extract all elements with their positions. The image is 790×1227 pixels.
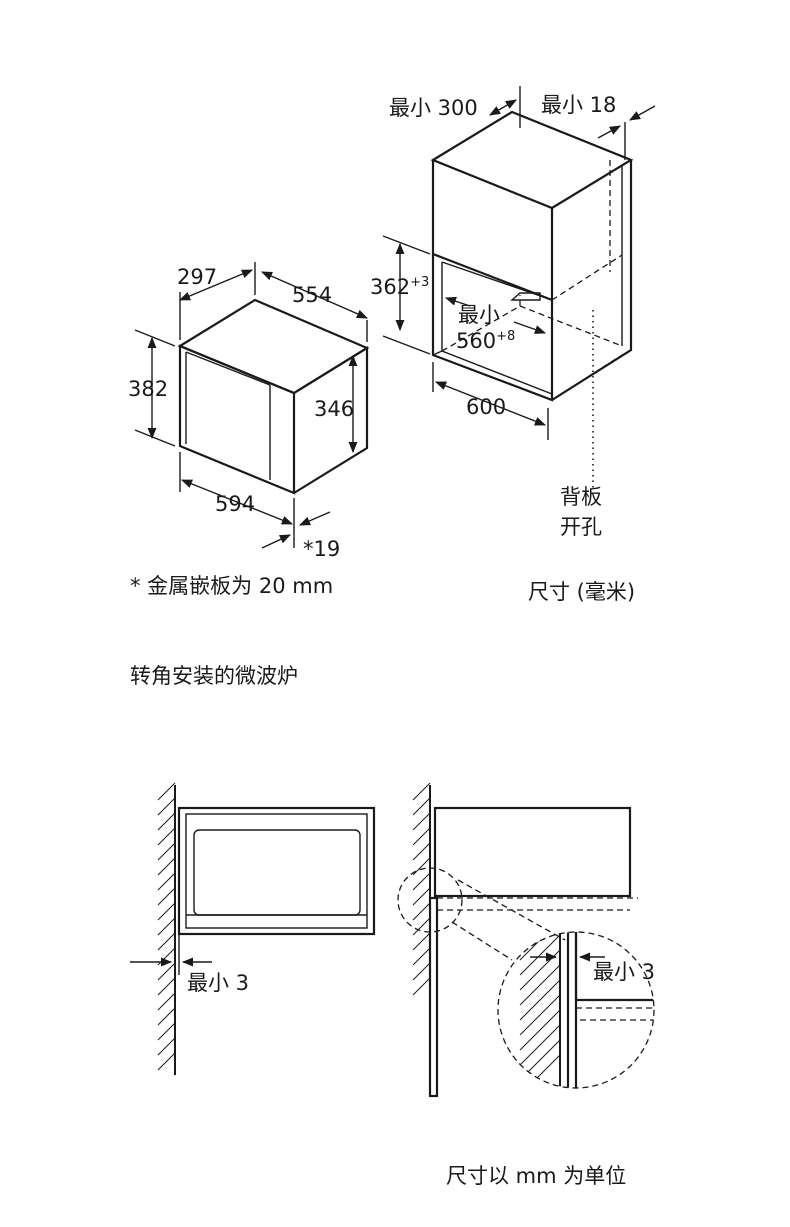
section-title: 转角安装的微波炉 — [130, 664, 298, 688]
dim-362: 362+3 — [370, 275, 429, 299]
dim-min-18: 最小 18 — [541, 93, 616, 117]
back-hole-label-1: 背板 — [560, 485, 602, 509]
corner-front-view — [130, 782, 376, 1075]
microwave-dimensions — [134, 262, 369, 549]
bottom-units-note: 尺寸以 mm 为单位 — [446, 1164, 626, 1188]
microwave-drawing — [177, 298, 370, 495]
dim-297: 297 — [177, 265, 217, 289]
left-min-gap: 最小 3 — [187, 971, 249, 995]
dim-560: 560+8 — [456, 329, 515, 353]
dim-19-panel: *19 — [303, 537, 340, 561]
dim-382: 382 — [128, 377, 168, 401]
dim-600: 600 — [466, 395, 506, 419]
corner-side-view — [397, 782, 655, 1098]
dim-min-560-label: 最小 — [458, 303, 500, 327]
panel-footnote: * 金属嵌板为 20 mm — [130, 574, 333, 598]
units-note: 尺寸 (毫米) — [528, 580, 635, 604]
dim-min-300: 最小 300 — [389, 96, 478, 120]
back-hole-label-2: 开孔 — [560, 515, 602, 539]
cabinet-drawing — [430, 110, 634, 488]
right-min-gap: 最小 3 — [593, 960, 655, 984]
dim-346: 346 — [314, 397, 354, 421]
cabinet-dimensions — [382, 86, 656, 440]
dim-594: 594 — [215, 492, 255, 516]
dim-554: 554 — [292, 283, 332, 307]
